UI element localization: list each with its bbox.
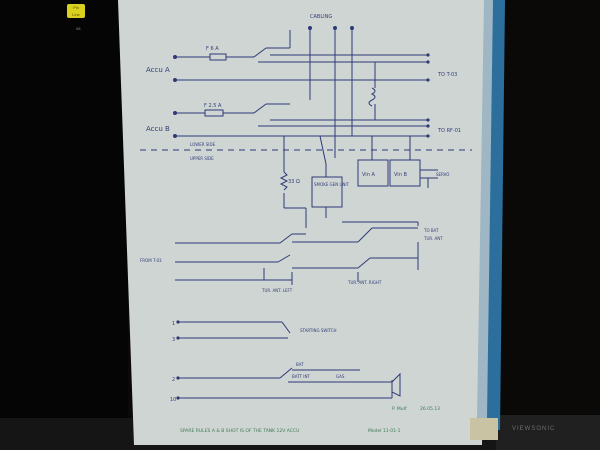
label-smoke-gen: SMOKE GEN UNIT — [314, 182, 350, 187]
label-vin-a: Vin A — [362, 172, 375, 178]
terminal-dots — [173, 26, 430, 400]
background-left — [0, 0, 128, 450]
brand-strip — [496, 415, 600, 450]
label-to-t03: TO T-03 — [437, 72, 457, 78]
pin-2: 2 — [172, 377, 175, 383]
label-tur-ant-right: TUR. ANT. RIGHT — [347, 280, 382, 285]
monitor-brand: VIEWSONIC — [512, 426, 556, 432]
paper-edge — [477, 0, 493, 418]
pin-3: 3 — [172, 337, 175, 343]
label-tur-ant-left: TUR. ANT. LEFT — [261, 288, 293, 293]
paper-sheet — [118, 0, 490, 445]
signature: P. Mulf — [392, 406, 407, 412]
label-cabling: CABLING — [310, 14, 332, 20]
label-tur-ant: TUR. ANT — [423, 236, 443, 241]
pin-1: 1 — [172, 321, 175, 327]
paper-corner — [470, 418, 498, 440]
label-resistor: 33 Ω — [288, 179, 300, 185]
label-batt-int: BATT INT — [292, 374, 310, 379]
signature-date: 26.05.13 — [420, 406, 440, 412]
label-starting-switch: STARTING SWITCH — [300, 328, 337, 333]
sticker-label: Pin Line — [67, 4, 85, 18]
sticker-sub: 08 — [76, 26, 81, 31]
label-fuse-b: F 2.5 A — [204, 103, 222, 109]
label-accu-a: Accu A — [146, 66, 170, 74]
label-bat: BAT — [296, 362, 304, 367]
label-upper-side: UPPER SIDE — [190, 156, 214, 161]
label-vin-b: Vin B — [394, 172, 407, 178]
circuit-wiring — [140, 28, 472, 399]
label-gas: GAS — [336, 374, 345, 379]
label-from-t03: FROM T-03 — [140, 258, 162, 263]
label-accu-b: Accu B — [146, 125, 170, 133]
footer-model: Model 11-01-1 — [368, 428, 401, 434]
label-servo: SERVO — [436, 172, 449, 177]
label-fuse-a: F 6 A — [206, 46, 219, 52]
label-to-bat: TO BAT — [423, 228, 439, 233]
footer-note: SPARE RULES A & B SHOT IS OF THE TANK 12… — [180, 428, 299, 434]
label-lower-side: LOWER SIDE — [190, 142, 216, 147]
pin-10: 10 — [170, 397, 176, 403]
label-to-rf01: TO RF-01 — [437, 128, 461, 134]
